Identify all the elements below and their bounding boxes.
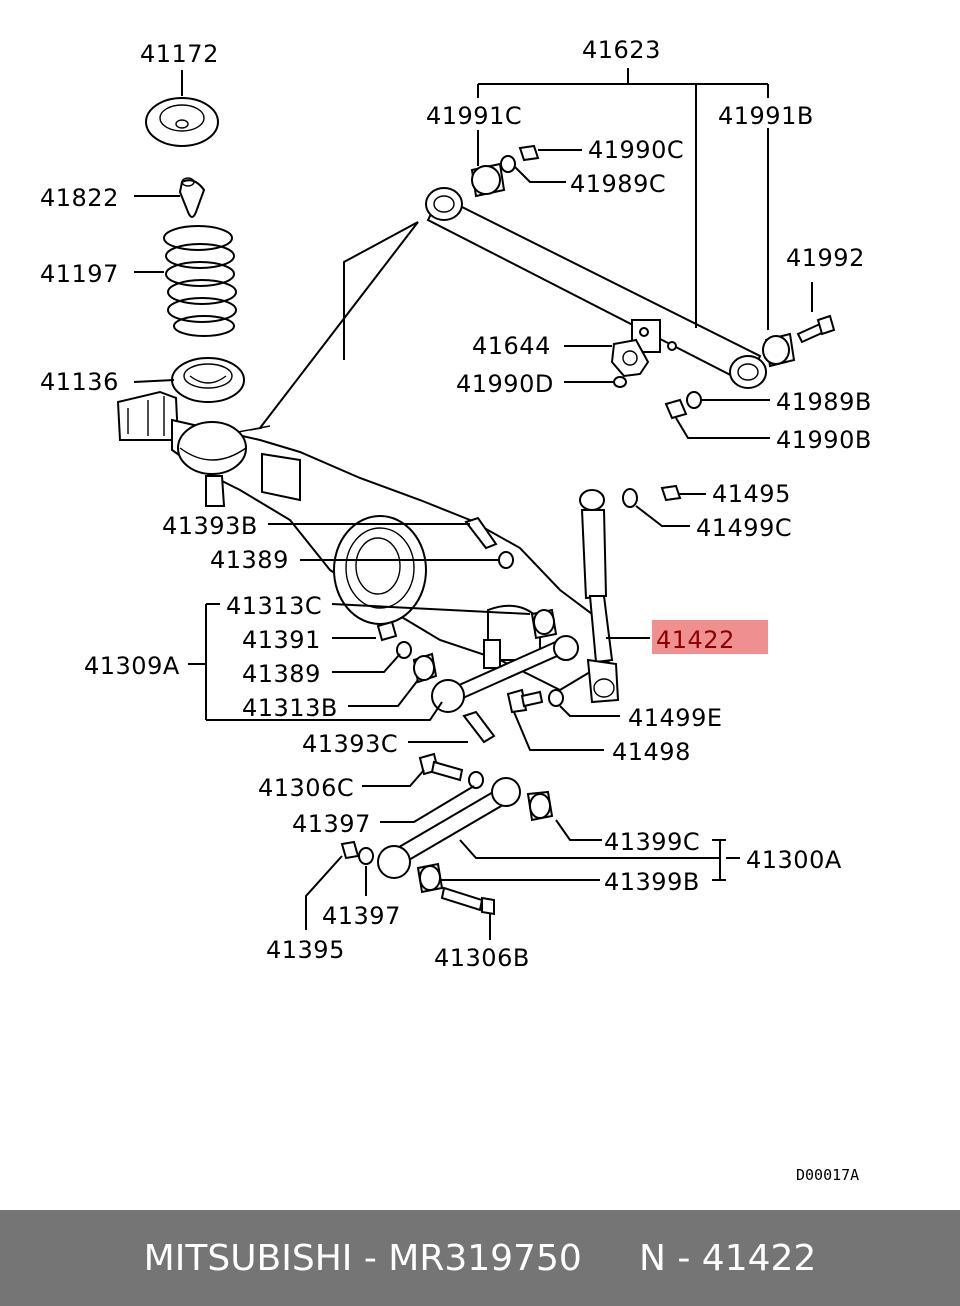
label-41306B: 41306B xyxy=(434,944,530,972)
label-41306C: 41306C xyxy=(258,774,354,802)
label-41822: 41822 xyxy=(40,184,119,212)
label-41397-upper: 41397 xyxy=(292,810,371,838)
label-41992: 41992 xyxy=(786,244,865,272)
nut-41495 xyxy=(660,484,682,502)
label-41393C: 41393C xyxy=(302,730,398,758)
bushing-41399C xyxy=(526,790,554,822)
label-41499C: 41499C xyxy=(696,514,792,542)
bushing-41991C xyxy=(470,162,506,198)
bolt-41393C xyxy=(462,710,496,744)
label-41399B: 41399B xyxy=(604,868,700,896)
label-41991B: 41991B xyxy=(718,102,814,130)
label-41391: 41391 xyxy=(242,626,321,654)
label-41989C: 41989C xyxy=(570,170,666,198)
washer-41989C xyxy=(500,155,516,173)
bushing-41991B xyxy=(762,332,796,368)
label-41422: 41422 xyxy=(656,626,735,654)
washer-41389-upper xyxy=(498,551,514,569)
label-41172: 41172 xyxy=(140,40,219,68)
bolt-41992 xyxy=(796,314,836,344)
label-41498: 41498 xyxy=(612,738,691,766)
label-41313C: 41313C xyxy=(226,592,322,620)
label-41495: 41495 xyxy=(712,480,791,508)
bolt-41306C xyxy=(418,752,464,782)
nut-41990D xyxy=(613,376,627,388)
upper-arm-41623 xyxy=(425,187,767,389)
bushing-41313C xyxy=(530,608,558,640)
coil-spring-41197 xyxy=(163,225,237,337)
label-41644: 41644 xyxy=(472,332,551,360)
label-41499E: 41499E xyxy=(628,704,723,732)
leader-lines xyxy=(133,68,813,940)
bracket-41644 xyxy=(610,338,650,378)
part-labels: 41172 41623 41991C 41991B 41990C 41989C … xyxy=(40,36,872,1184)
label-41136: 41136 xyxy=(40,368,119,396)
label-41990B: 41990B xyxy=(776,426,872,454)
label-41990D: 41990D xyxy=(456,370,554,398)
label-41990C: 41990C xyxy=(588,136,684,164)
label-41389-upper: 41389 xyxy=(210,546,289,574)
washer-41389-lower xyxy=(396,641,412,659)
label-41197: 41197 xyxy=(40,260,119,288)
label-41623: 41623 xyxy=(582,36,661,64)
bolt-41498 xyxy=(506,688,544,714)
lateral-rod-41309A xyxy=(431,635,579,713)
bolt-41393B xyxy=(464,516,498,550)
washer-41397-lower xyxy=(358,847,374,865)
spring-pad-41136 xyxy=(171,357,245,403)
bushing-41399B xyxy=(416,862,444,894)
label-41991C: 41991C xyxy=(426,102,522,130)
label-41395: 41395 xyxy=(266,936,345,964)
nut-41990B xyxy=(664,398,688,420)
label-41300A: 41300A xyxy=(746,846,842,874)
washer-41499C xyxy=(622,488,638,508)
parts-diagram: 41172 41623 41991C 41991B 41990C 41989C … xyxy=(40,36,872,1184)
shock-absorber-41422 xyxy=(579,489,620,704)
label-41389-lower: 41389 xyxy=(242,660,321,688)
washer-41397-upper xyxy=(468,771,484,789)
axle-housing xyxy=(116,390,612,692)
bump-stopper-41822 xyxy=(178,177,206,218)
nut-41395 xyxy=(340,840,360,860)
label-41989B: 41989B xyxy=(776,388,872,416)
part-info-text: MITSUBISHI - MR319750 N - 41422 xyxy=(143,1237,817,1279)
nut-41990C xyxy=(518,144,540,162)
washer-41499E xyxy=(548,689,564,707)
spring-seat-41172 xyxy=(145,97,219,147)
lower-arm-41300A xyxy=(377,777,521,879)
label-41399C: 41399C xyxy=(604,828,700,856)
label-41397-lower: 41397 xyxy=(322,902,401,930)
footer-bar: MITSUBISHI - MR319750 N - 41422 xyxy=(0,1210,960,1306)
drawing-code: D00017A xyxy=(796,1166,859,1184)
nut-41391 xyxy=(376,620,398,642)
leader-upper-arm-to-axle xyxy=(259,221,419,429)
label-41313B: 41313B xyxy=(242,694,338,722)
washer-41989B xyxy=(686,391,702,409)
highlight-box xyxy=(652,620,768,654)
bushing-41313B xyxy=(412,652,438,684)
label-41393B: 41393B xyxy=(162,512,258,540)
label-41309A: 41309A xyxy=(84,652,180,680)
bolt-41306B xyxy=(440,886,495,916)
